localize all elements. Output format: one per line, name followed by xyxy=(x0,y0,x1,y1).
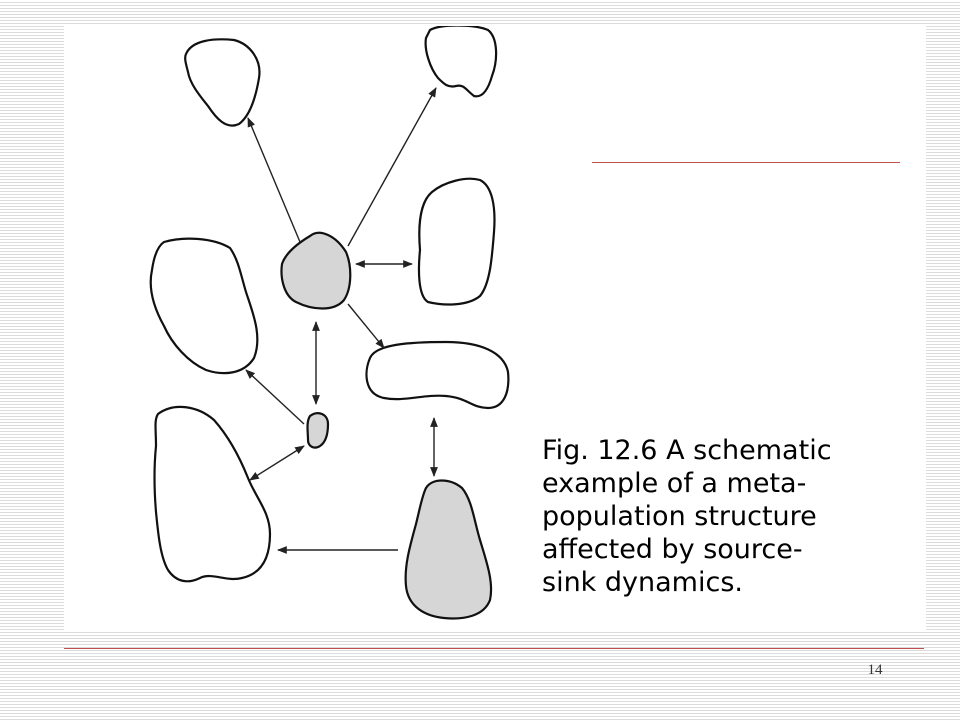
figure-caption: Fig. 12.6 A schematic example of a meta-… xyxy=(542,434,922,599)
sink-patch-top-left xyxy=(184,38,261,127)
source-patch-center xyxy=(280,231,352,310)
source-patch-small xyxy=(306,412,330,449)
metapopulation-diagram xyxy=(149,26,510,620)
caption-line: example of a meta- xyxy=(542,468,807,499)
sink-patch-left xyxy=(149,237,259,375)
source-patch-bottom-right xyxy=(404,479,493,620)
sink-patch-top-right xyxy=(424,26,498,98)
arrow-center-to-top-left xyxy=(247,117,301,243)
sink-patch-right-lower xyxy=(365,340,510,410)
arrow-small-to-left xyxy=(245,369,305,425)
bottom-rule xyxy=(64,648,924,649)
top-rule xyxy=(592,162,900,163)
caption-line: Fig. 12.6 A schematic xyxy=(542,435,832,466)
arrow-small-bottom-left xyxy=(249,445,305,481)
caption-line: population structure xyxy=(542,501,817,532)
arrow-center-to-top-right xyxy=(347,87,437,247)
caption-line: affected by source- xyxy=(542,534,803,565)
arrow-center-to-right-lower xyxy=(347,303,385,349)
caption-line: sink dynamics. xyxy=(542,567,743,598)
sink-patch-middle-right xyxy=(417,177,496,306)
page-number: 14 xyxy=(867,662,883,678)
sink-patch-bottom-left xyxy=(153,405,272,583)
